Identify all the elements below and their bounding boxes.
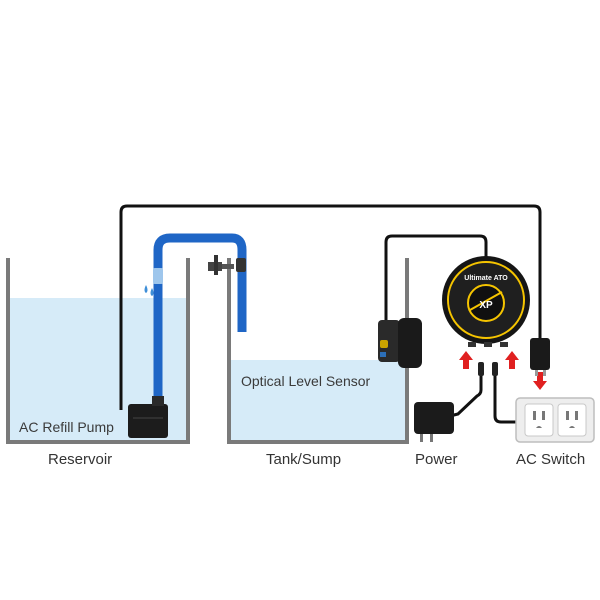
pump-power-cable: [119, 204, 542, 410]
sump-water: [231, 360, 405, 440]
controller-logo: XP: [479, 300, 493, 311]
valve-icon: [208, 255, 246, 275]
power-adapter: [414, 402, 454, 442]
label-ac-refill-pump: AC Refill Pump: [19, 419, 114, 435]
sump-tank: [227, 258, 409, 444]
ac-refill-pump: [128, 396, 168, 438]
red-arrow-icon: [459, 351, 547, 390]
label-reservoir: Reservoir: [48, 451, 113, 468]
water-drop-icon: [144, 285, 154, 296]
refill-hose: [153, 233, 247, 412]
ato-controller: XP Ultimate ATO: [442, 256, 530, 347]
label-power: Power: [415, 451, 458, 468]
controller-power-connectors: [449, 362, 528, 424]
power-plug-icon: [530, 338, 550, 376]
label-ac-switch: AC Switch: [516, 451, 586, 468]
reservoir-wall: [6, 258, 190, 444]
controller-brand: Ultimate ATO: [464, 275, 508, 282]
label-optical-level-sensor: Optical Level Sensor: [241, 373, 371, 389]
sensor-cable: [384, 234, 488, 322]
ac-switch-outlet: [515, 397, 595, 443]
hose-check-valve: [153, 268, 163, 284]
label-tank-sump: Tank/Sump: [266, 451, 342, 468]
optical-level-sensor: [378, 318, 422, 368]
